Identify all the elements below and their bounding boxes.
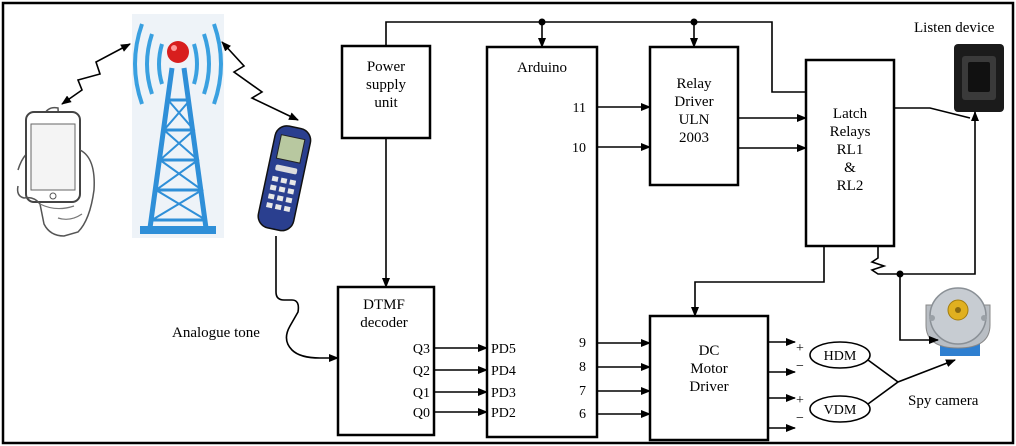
power-supply-label-3: unit [374,95,398,111]
arduino-pin-11: 11 [573,101,586,116]
hdm-to-camera [867,359,899,383]
relay-driver-label-1: Relay [677,76,712,92]
power-supply-label-2: supply [366,77,407,93]
arduino-label: Arduino [517,60,567,76]
vdm-plus: + [796,393,804,408]
dc-motor-label-1: DC [699,343,720,359]
spy-camera-label: Spy camera [908,393,979,409]
hdm-label: HDM [824,349,857,364]
hdm-minus: − [796,359,804,374]
output-to-listen-device [900,111,979,275]
arduino-pd2-label: PD2 [491,406,516,421]
arduino-pin-10: 10 [572,141,586,156]
relay-driver-label-4: 2003 [679,130,709,146]
arduino-pin-9: 9 [579,336,586,351]
power-supply-label-1: Power [367,59,405,75]
analogue-tone-label: Analogue tone [172,325,260,341]
dc-motor-driver-block [648,314,770,442]
arduino-pd4-label: PD4 [491,364,516,379]
arduino-block [485,45,599,439]
dc-motor-label-2: Motor [690,361,728,377]
latch-relays-label-1: Latch [833,106,868,122]
dc-motor-label-3: Driver [689,379,728,395]
junction-dot [690,18,698,26]
vdm-to-camera [867,359,956,405]
cell-tower-icon [132,14,224,238]
dtmf-q0-label: Q0 [413,406,430,421]
arduino-pin-7: 7 [579,384,586,399]
dtmf-q1-label: Q1 [413,386,430,401]
relay-driver-label-3: ULN [679,112,710,128]
latch-relays-label-2: Relays [830,124,871,140]
dtmf-q2-label: Q2 [413,364,430,379]
latch-relays-block [804,58,896,248]
hdm-motor [809,341,871,369]
wireless-link-phone-tower [61,43,131,105]
latch-output-line [870,246,900,275]
relay-driver-label-2: Driver [674,94,713,110]
relay-driver-block [648,45,740,187]
output-to-motor [899,274,939,344]
smartphone-hand-icon [16,106,95,237]
hdm-plus: + [796,341,804,356]
arduino-pin-6: 6 [579,407,586,422]
arduino-pin-8: 8 [579,360,586,375]
vdm-motor [809,395,871,423]
latch-to-motor-driver [691,246,825,317]
arduino-pd3-label: PD3 [491,386,516,401]
dtmf-label-2: decoder [360,315,407,331]
analogue-tone-wire [275,236,339,362]
listen-device-icon [954,44,1004,112]
vdm-minus: − [796,411,804,426]
junction-dot [538,18,546,26]
dtmf-label-1: DTMF [363,297,405,313]
latch-relays-label-4: & [844,160,856,176]
mobile-phone-icon [257,125,312,232]
wireless-link-tower-mobile [221,41,299,121]
stepper-motor-icon [925,287,991,356]
vdm-label: VDM [824,403,857,418]
junction-dot [896,270,904,278]
dtmf-q3-label: Q3 [413,342,430,357]
listen-device-label: Listen device [914,20,995,36]
arduino-pd5-label: PD5 [491,342,516,357]
latch-relays-label-3: RL1 [837,142,864,158]
latch-to-listen-device [894,107,971,119]
power-bus-line [385,21,806,93]
latch-relays-label-5: RL2 [837,178,864,194]
